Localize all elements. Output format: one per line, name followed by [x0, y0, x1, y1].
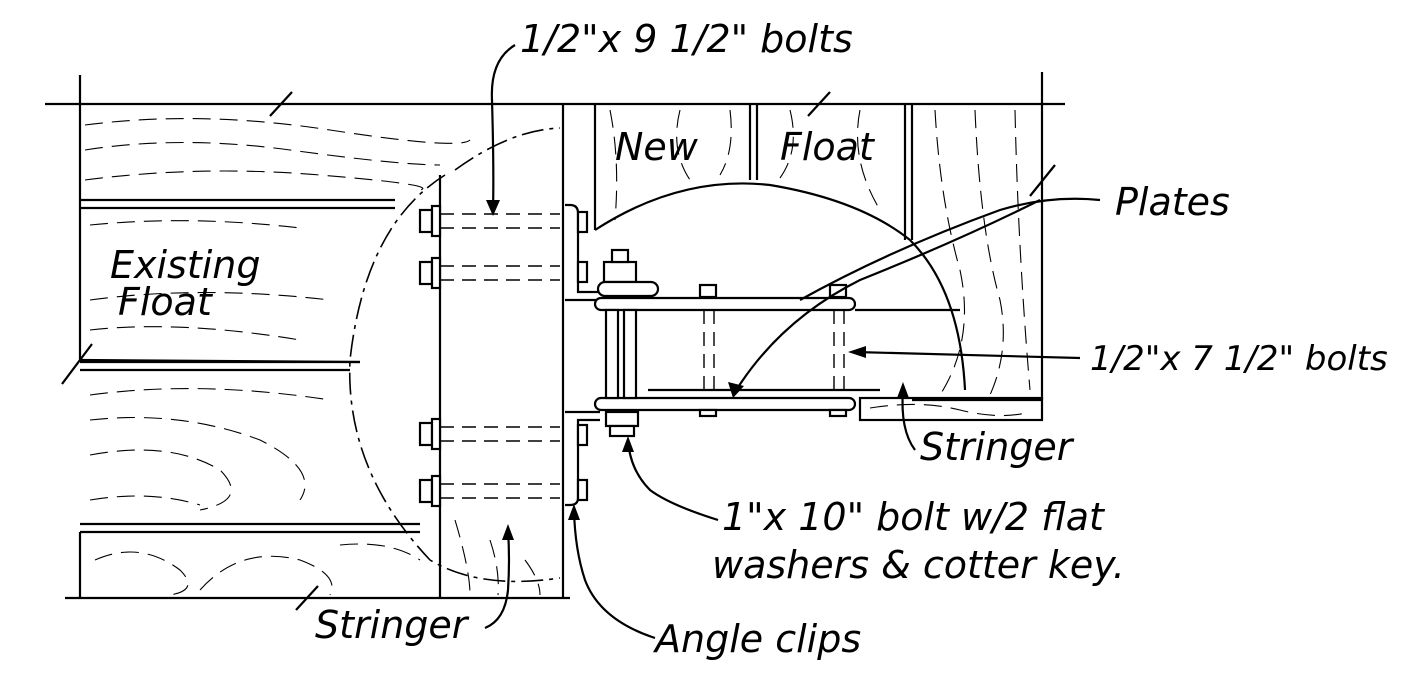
- bolt-4: [418, 474, 560, 508]
- labels: 1/2"x 9 1/2" bolts New Float Plates Exis…: [110, 17, 1388, 661]
- label-bolt-main-2: washers & cotter key.: [712, 543, 1125, 587]
- float-outline-arcs: [348, 127, 967, 583]
- label-bolts-top: 1/2"x 9 1/2" bolts: [520, 17, 853, 61]
- left-bolts: [418, 204, 560, 508]
- label-new-float: New: [615, 125, 699, 169]
- leader-lines: [484, 44, 1101, 640]
- label-stringer-right: Stringer: [920, 425, 1075, 469]
- label-plates: Plates: [1115, 180, 1230, 224]
- label-bolts-right: 1/2"x 7 1/2" bolts: [1090, 339, 1388, 379]
- label-angle-clips: Angle clips: [652, 617, 861, 661]
- angle-clips: [565, 203, 600, 507]
- label-existing-float-2: Float: [118, 280, 214, 324]
- existing-float-wood: [84, 118, 471, 596]
- bolt-2: [418, 256, 560, 290]
- plate-bolt-1: [698, 283, 718, 418]
- bolt-3: [418, 417, 560, 451]
- label-existing-float-1: Existing: [110, 243, 261, 287]
- label-stringer-left: Stringer: [315, 603, 470, 647]
- bolt-1: [418, 204, 560, 238]
- plates-assembly: [593, 248, 1044, 438]
- new-float-wood: [593, 72, 1044, 402]
- outline-lines: [45, 75, 1065, 611]
- label-bolt-main-1: 1"x 10" bolt w/2 flat: [722, 495, 1106, 539]
- left-stringer: [438, 104, 565, 598]
- label-new-float-2: Float: [780, 125, 876, 169]
